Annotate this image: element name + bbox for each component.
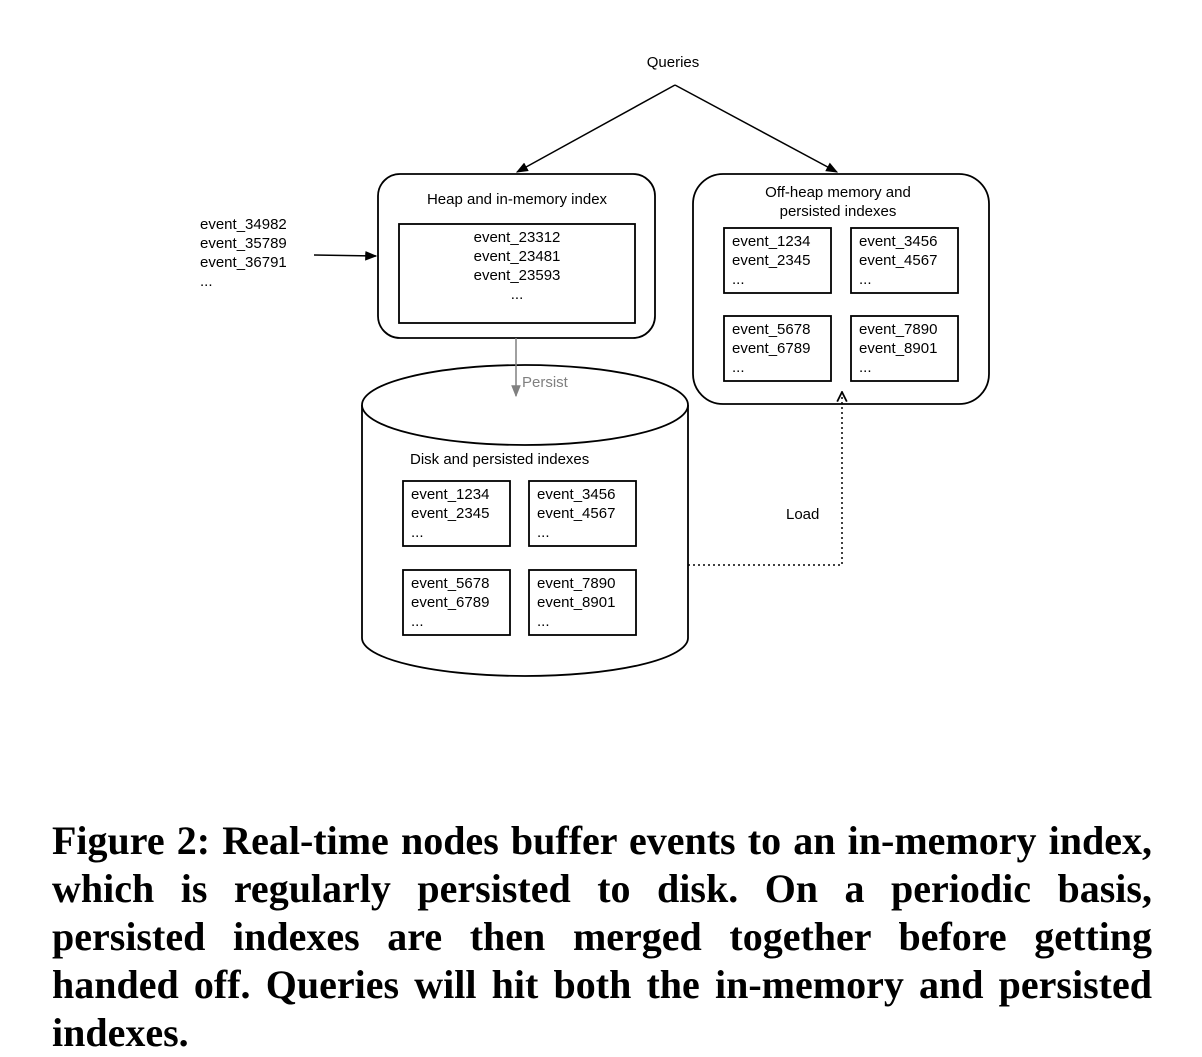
incoming-event: ... bbox=[200, 273, 213, 290]
offheap-index-event: event_8901 bbox=[859, 340, 937, 357]
disk-index-event: event_8901 bbox=[537, 594, 615, 611]
disk-title: Disk and persisted indexes bbox=[410, 451, 589, 468]
disk-index-box bbox=[528, 569, 637, 636]
incoming-events-list: event_34982 event_35789 event_36791 ... bbox=[200, 216, 287, 290]
offheap-index-event: event_4567 bbox=[859, 252, 937, 269]
incoming-event: event_36791 bbox=[200, 254, 287, 271]
disk-index-box bbox=[528, 480, 637, 547]
offheap-index-box bbox=[723, 315, 832, 382]
load-label: Load bbox=[786, 506, 819, 523]
persist-label: Persist bbox=[522, 374, 569, 391]
queries-arrow-to-offheap bbox=[674, 84, 839, 173]
disk-index-event: ... bbox=[411, 613, 424, 630]
offheap-index-event: ... bbox=[859, 271, 872, 288]
load-connector bbox=[688, 392, 842, 566]
offheap-index-event: event_3456 bbox=[859, 233, 937, 250]
offheap-index-event: ... bbox=[732, 359, 745, 376]
disk-index-event: event_3456 bbox=[537, 486, 615, 503]
queries-arrow-to-heap bbox=[515, 84, 676, 173]
offheap-index-event: ... bbox=[732, 271, 745, 288]
heap-title: Heap and in-memory index bbox=[427, 191, 608, 208]
heap-event: event_23312 bbox=[474, 229, 561, 246]
heap-event: event_23481 bbox=[474, 248, 561, 265]
figure-caption: Figure 2: Real-time nodes buffer events … bbox=[52, 818, 1152, 1055]
disk-index-event: event_4567 bbox=[537, 505, 615, 522]
incoming-event: event_34982 bbox=[200, 216, 287, 233]
heap-event: ... bbox=[511, 286, 524, 303]
disk-indexes: event_1234 event_2345... event_3456 event_4… bbox=[402, 480, 637, 636]
heap-index-box bbox=[398, 223, 636, 324]
offheap-index-event: event_1234 bbox=[732, 233, 810, 250]
disk-index-box bbox=[402, 480, 511, 547]
offheap-index-event: event_6789 bbox=[732, 340, 810, 357]
offheap-index-event: event_2345 bbox=[732, 252, 810, 269]
disk-index-box bbox=[402, 569, 511, 636]
disk-index-event: ... bbox=[537, 613, 550, 630]
offheap-indexes: event_1234 event_2345... event_3456 event_4… bbox=[723, 227, 959, 382]
architecture-diagram: Queries event_34982 event_35789 event_36… bbox=[200, 54, 990, 677]
disk-index-event: event_2345 bbox=[411, 505, 489, 522]
offheap-index-box bbox=[850, 227, 959, 294]
disk-index-event: ... bbox=[411, 524, 424, 541]
offheap-index-event: ... bbox=[859, 359, 872, 376]
disk-index-event: event_1234 bbox=[411, 486, 489, 503]
offheap-index-box bbox=[723, 227, 832, 294]
disk-index-event: event_6789 bbox=[411, 594, 489, 611]
disk-cylinder-top bbox=[361, 364, 689, 446]
queries-label: Queries bbox=[647, 54, 700, 71]
disk-index-event: event_5678 bbox=[411, 575, 489, 592]
offheap-index-event: event_5678 bbox=[732, 321, 810, 338]
offheap-title-line2: persisted indexes bbox=[780, 203, 897, 220]
disk-index-event: ... bbox=[537, 524, 550, 541]
heap-event: event_23593 bbox=[474, 267, 561, 284]
incoming-event: event_35789 bbox=[200, 235, 287, 252]
offheap-index-event: event_7890 bbox=[859, 321, 937, 338]
ingest-arrow bbox=[313, 251, 378, 261]
offheap-index-box bbox=[850, 315, 959, 382]
offheap-title-line1: Off-heap memory and bbox=[765, 184, 911, 201]
disk-index-event: event_7890 bbox=[537, 575, 615, 592]
